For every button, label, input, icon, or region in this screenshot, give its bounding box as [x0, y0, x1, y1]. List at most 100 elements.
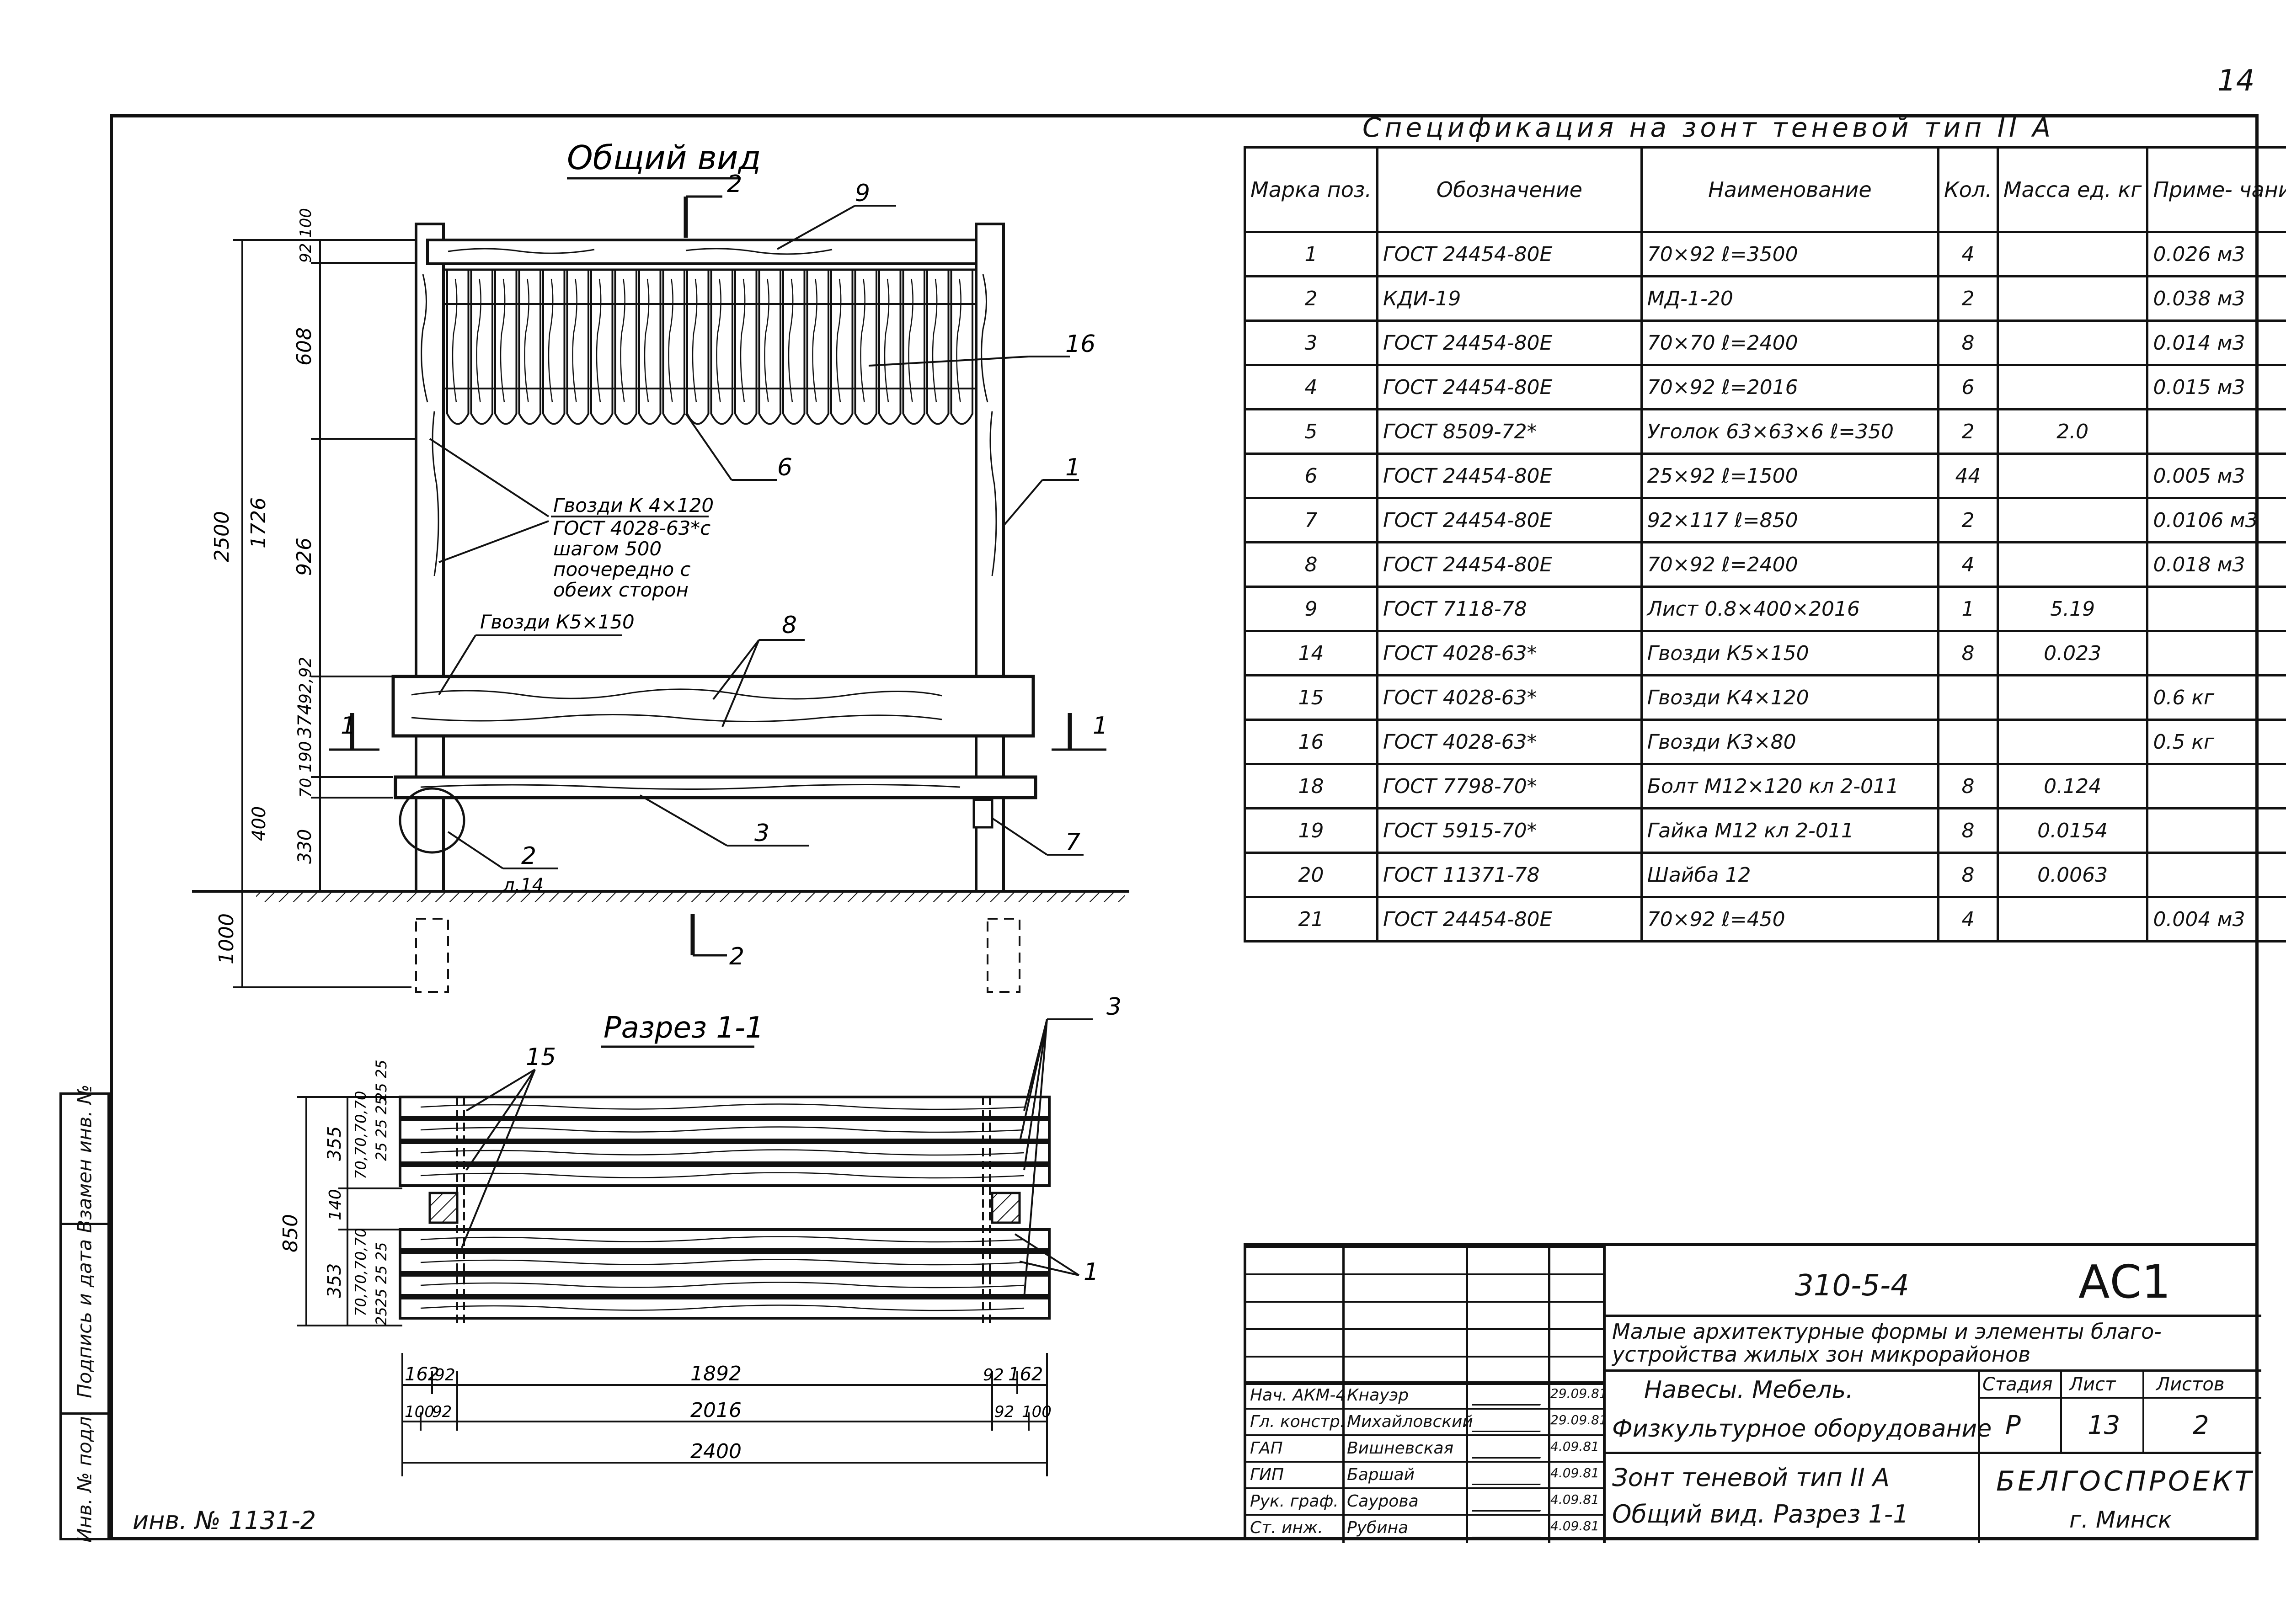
canopy-slat	[518, 269, 541, 425]
org-name: БЕЛГОСПРОЕКТ	[1996, 1465, 2254, 1497]
spec-cell: Шайба 12	[1640, 852, 1940, 898]
spec-cell: 0.015 м3	[2146, 364, 2286, 410]
spec-cell: Гвозди К3×80	[1640, 719, 1940, 765]
section-mark-right-label: 1	[1093, 712, 1108, 740]
spec-cell: ГОСТ 24454-80Е	[1376, 541, 1643, 588]
spec-cell	[1937, 719, 1999, 765]
handwritten-signature	[1471, 1388, 1547, 1406]
spec-cell: 2.0	[1996, 408, 2149, 455]
spec-header-2: Наименование	[1640, 146, 1940, 233]
spec-cell: ГОСТ 24454-80Е	[1376, 497, 1643, 543]
spec-cell: 15	[1244, 674, 1378, 721]
spec-cell: 16	[1244, 719, 1378, 765]
spec-cell: 2	[1937, 275, 1999, 322]
spec-cell: 8	[1244, 541, 1378, 588]
project-line-1: Малые архитектурные формы и элементы бла…	[1612, 1319, 2162, 1344]
dim-355: 355	[324, 1126, 345, 1161]
dim-h-92b: 92	[983, 1366, 1004, 1384]
spec-cell: 20	[1244, 852, 1378, 898]
spec-cell	[2146, 852, 2286, 898]
spec-cell: 9	[1244, 586, 1378, 632]
spec-cell: 2	[1937, 408, 1999, 455]
canopy-slat	[734, 269, 758, 425]
canopy-slat	[494, 269, 518, 425]
section-horizontal-dims	[401, 1353, 1048, 1476]
spec-cell: 0.0154	[1996, 807, 2149, 854]
spec-cell: ГОСТ 7118-78	[1376, 586, 1643, 632]
note-nails-k5: Гвозди К5×150	[480, 611, 635, 633]
slat-grain	[716, 278, 721, 403]
canopy-slat	[758, 269, 781, 425]
signature-date: 29.09.81	[1550, 1386, 1608, 1401]
signature-name: Михайловский	[1347, 1412, 1473, 1431]
vertical-dimension-lines	[233, 239, 416, 988]
dim-25-upper: 25 25 25	[373, 1096, 390, 1161]
spec-cell: 0.004 м3	[2146, 896, 2286, 942]
handwritten-signature	[1471, 1494, 1547, 1512]
spec-cell: 70×92 ℓ=450	[1640, 896, 1940, 942]
slat-grain	[572, 278, 577, 403]
spec-cell: 19	[1244, 807, 1378, 854]
spec-cell: 5.19	[1996, 586, 2149, 632]
angle-bracket	[972, 799, 993, 829]
slat-grain	[740, 278, 746, 403]
canopy-slat	[830, 269, 854, 425]
dim-h-162a: 162	[405, 1364, 439, 1385]
spec-cell	[2146, 586, 2286, 632]
callout-2: 2	[521, 842, 536, 870]
spec-cell: 0.0063	[1996, 852, 2149, 898]
detail-circle	[399, 787, 465, 854]
sheets-value: 2	[2193, 1411, 2209, 1440]
spec-header-0: Марка поз.	[1244, 146, 1378, 233]
dim-353: 353	[324, 1263, 345, 1298]
inventory-number: инв. № 1131-2	[133, 1506, 316, 1535]
stage-label: Стадия	[1982, 1374, 2053, 1395]
slat-grain	[860, 278, 865, 403]
spec-cell: ГОСТ 24454-80Е	[1376, 453, 1643, 499]
ground-line	[192, 890, 1129, 902]
spec-cell: Гвозди К4×120	[1640, 674, 1940, 721]
spec-cell: 4	[1937, 896, 1999, 942]
signature-name: Вишневская	[1347, 1439, 1454, 1458]
spec-cell: ГОСТ 4028-63*	[1376, 630, 1643, 676]
signature-role: Рук. граф.	[1250, 1492, 1339, 1511]
doc-code: 310-5-4	[1795, 1269, 1909, 1303]
canopy-slat	[950, 269, 973, 425]
slat-grain	[620, 278, 625, 403]
section-callout-1: 1	[1084, 1258, 1099, 1286]
dim-330: 330	[294, 829, 315, 864]
spec-cell: Уголок 63×63×6 ℓ=350	[1640, 408, 1940, 455]
board-grain	[420, 1172, 1025, 1179]
leader-lines	[429, 205, 1084, 869]
slat-grain	[692, 278, 698, 403]
spec-cell: 70×92 ℓ=2016	[1640, 364, 1940, 410]
top-beam	[426, 239, 977, 265]
spec-cell	[1996, 896, 2149, 942]
section-mark-right: 1	[1052, 712, 1108, 751]
spec-cell: 0.6 кг	[2146, 674, 2286, 721]
dim-926: 926	[293, 538, 316, 576]
spec-cell: 6	[1244, 453, 1378, 499]
section-board	[399, 1251, 1051, 1274]
spec-cell: 14	[1244, 630, 1378, 676]
board-grain	[420, 1305, 1025, 1311]
spec-cell: ГОСТ 5915-70*	[1376, 807, 1643, 854]
spec-cell: 4	[1244, 364, 1378, 410]
spec-cell: 18	[1244, 763, 1378, 809]
canopy-slat	[878, 269, 902, 425]
slat-grain	[908, 278, 913, 403]
spec-cell: 2	[1937, 497, 1999, 543]
spec-cell	[1996, 231, 2149, 277]
